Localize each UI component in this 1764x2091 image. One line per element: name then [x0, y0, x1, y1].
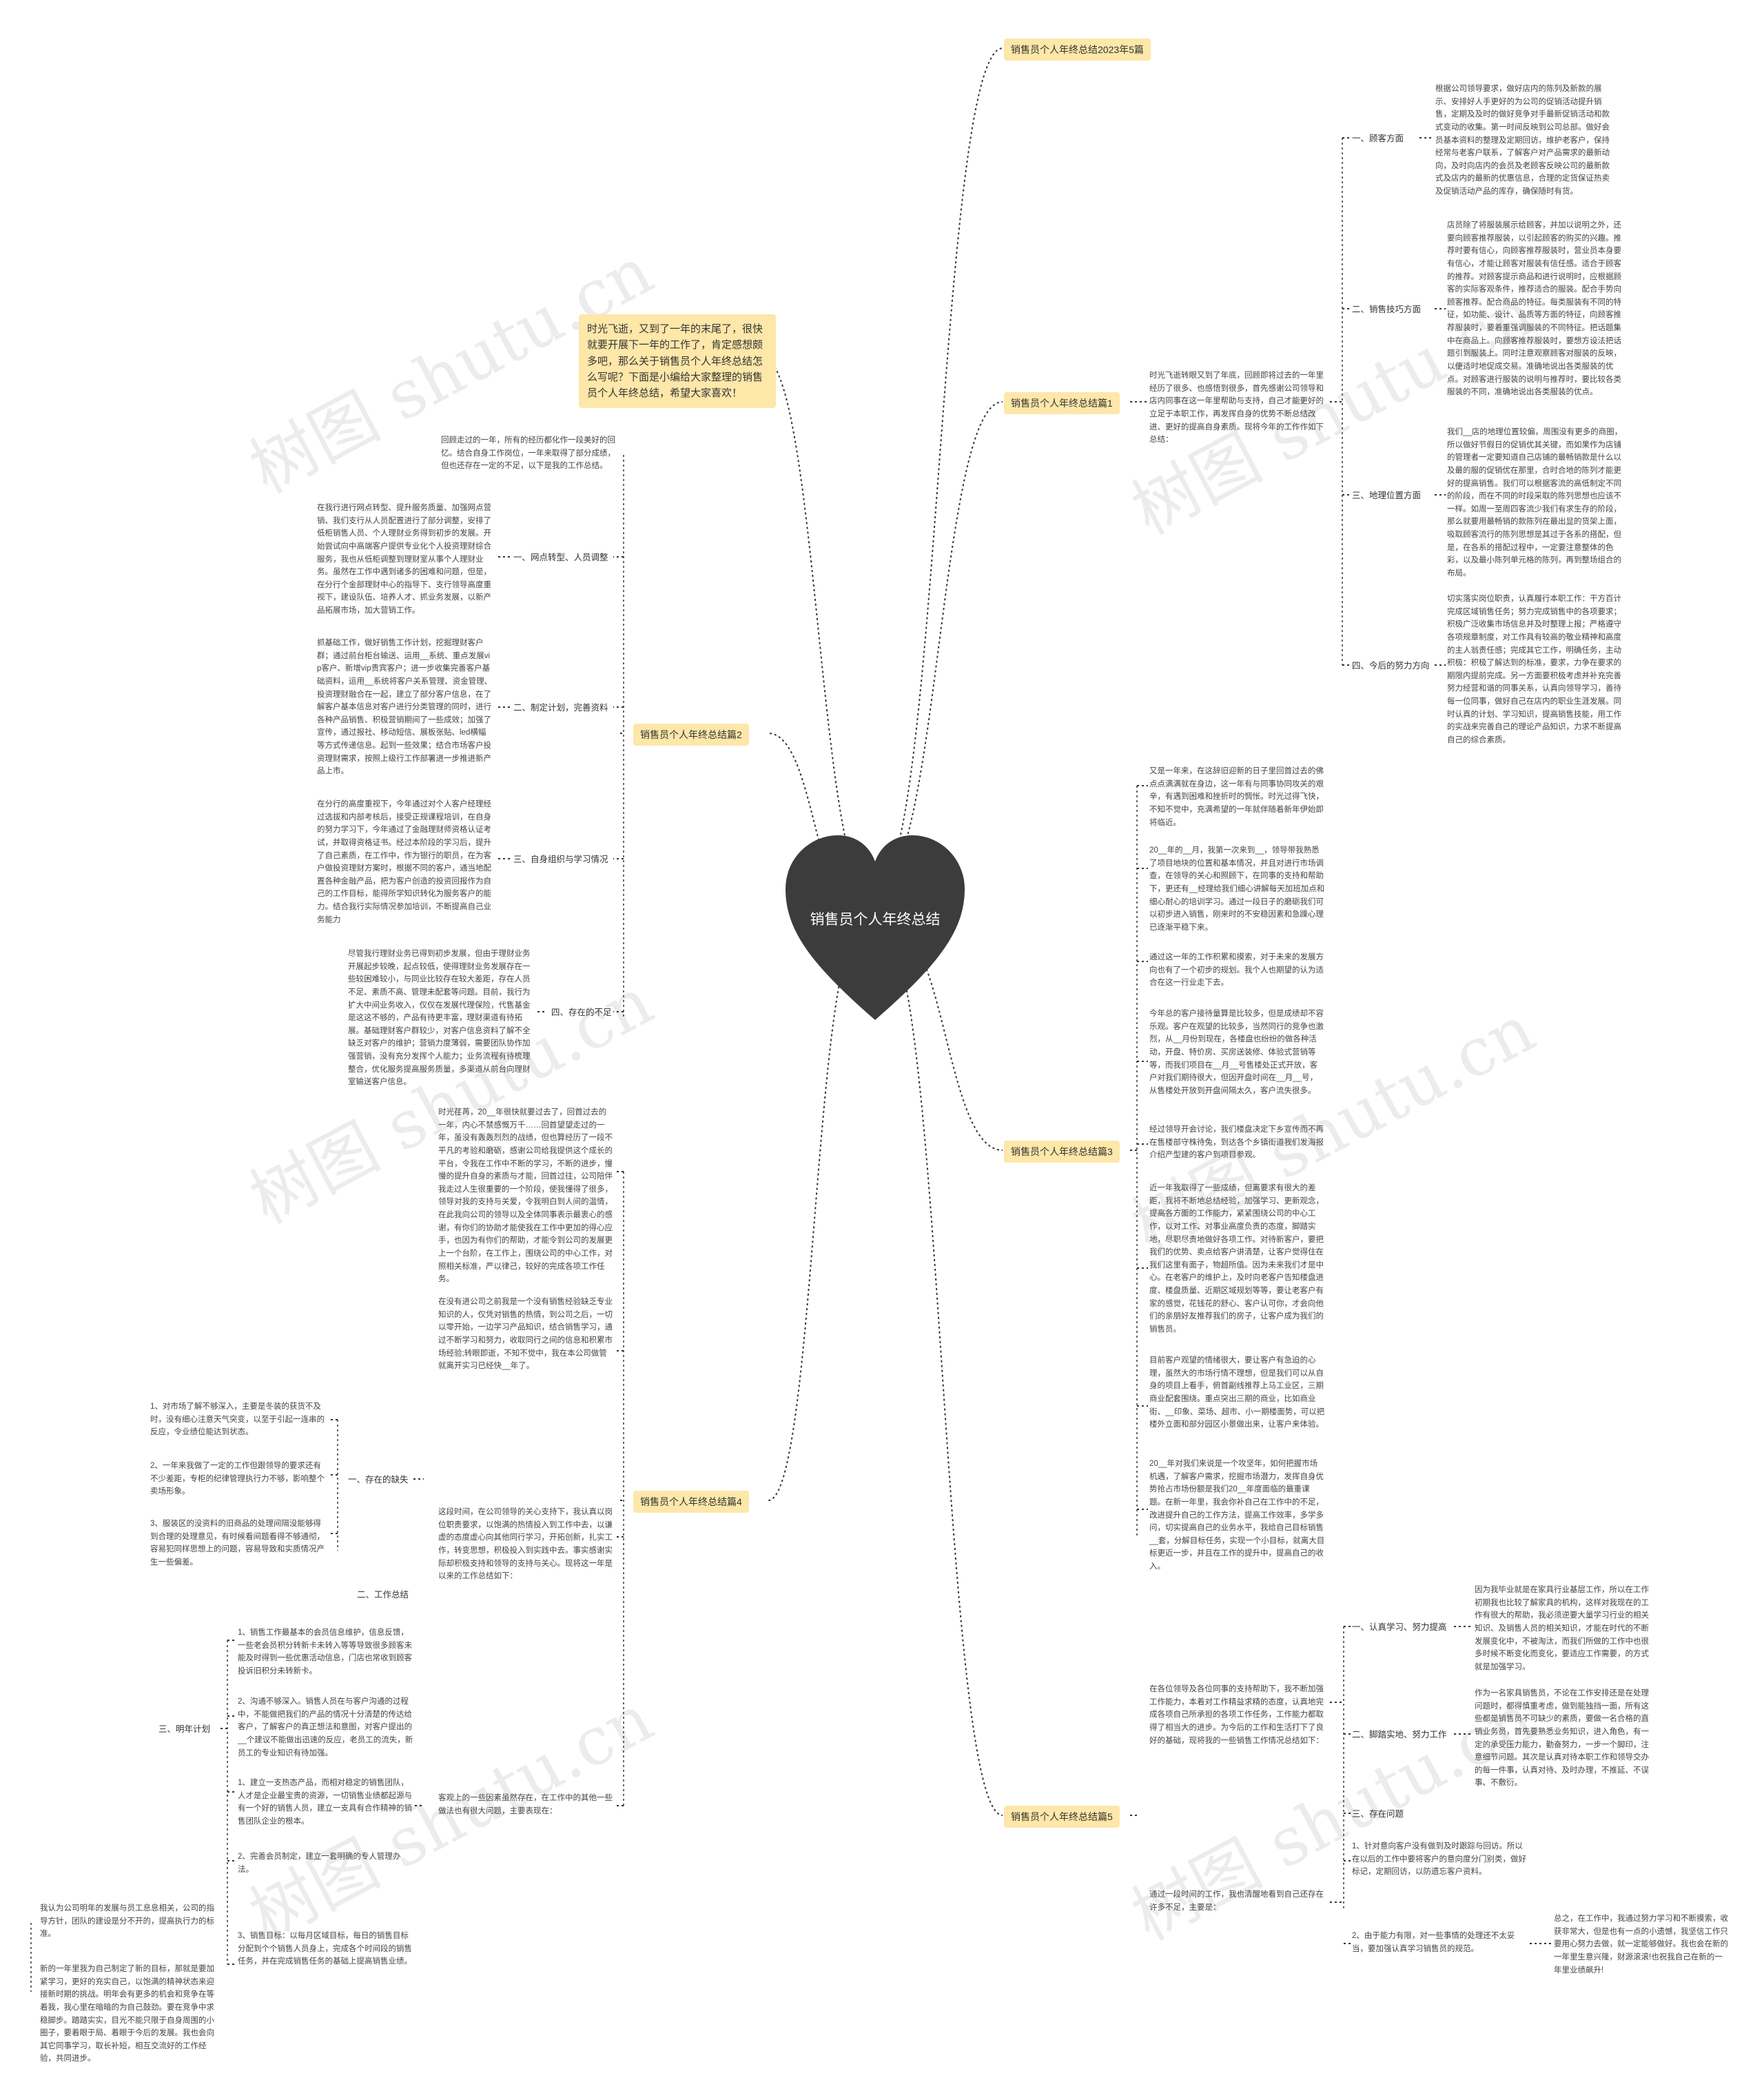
p5-text-study: 因为我毕业就是在家具行业基层工作，所以在工作初期我也比较了解家具的机构，这样对我…: [1475, 1586, 1649, 1671]
p3-text-4: 今年总的客户接待量算是比较多，但是成绩却不容乐观。客户在观望的比较多，当然同行的…: [1149, 1010, 1324, 1095]
p4-plan-2: 2、完善会员制定，建立一套明确的专人管理办法。: [238, 1853, 401, 1874]
p5-closing: 总之，在工作中，我通过努力学习和不断摸索，收获非常大，但是也有一点的小遗憾，我坚…: [1554, 1915, 1728, 1975]
p4-issue-1: 1、对市场了解不够深入，主要是冬装的获货不及时，没有细心注意天气突变，以至于引起…: [150, 1402, 325, 1437]
heart-icon[interactable]: [784, 834, 966, 1027]
p1-text-future: 切实落实岗位职责，认真履行本职工作：干方百计完成区域销售任务；努力完成销售中的各…: [1447, 595, 1621, 744]
p2-topic-shortcomings[interactable]: 四、存在的不足: [551, 1008, 612, 1017]
p4-issue-2: 2、一年来我做了一定的工作但跟领导的要求还有不少差距，专柜的纪律管理执行力不够，…: [150, 1462, 325, 1496]
p4-closing-1: 我认为公司明年的发展与员工息息相关，公司的指导方针，团队的建设是分不开的，提高执…: [40, 1904, 214, 1939]
p5-intro: 在各位领导及各位同事的支持帮助下，我不断加强工作能力，本着对工作精益求精的态度，…: [1149, 1685, 1324, 1745]
p2-text-learning: 在分行的高度重视下，今年通过对个人客户经理经过选拔和内部考核后，接受正规课程培训…: [317, 800, 491, 924]
p5-problem-2: 2、由于能力有限，对一些事情的处理还不太妥当，要加强认真学习销售员的规范。: [1352, 1932, 1515, 1953]
p1-topic-skills[interactable]: 二、销售技巧方面: [1352, 305, 1422, 314]
p5-topic-problems[interactable]: 三、存在问题: [1352, 1809, 1404, 1819]
p3-text-2: 20__年的__月，我第一次来到__，领导带我熟悉了项目地块的位置和基本情况，并…: [1149, 846, 1325, 932]
p4-problem-2: 2、沟通不够深入。销售人员在与客户沟通的过程中，不能做把我们的产品的情况十分清楚…: [238, 1697, 413, 1757]
p2-topic-learning[interactable]: 三、自身组织与学习情况: [513, 855, 608, 864]
central-topic[interactable]: 销售员个人年终总结: [810, 912, 941, 928]
p5-topic-study[interactable]: 一、认真学习、努力提高: [1352, 1622, 1447, 1632]
connector: [874, 48, 1003, 890]
p5-text-work: 作为一名家具销售员，不论在工作安排还是在处理问题时，都得慎重考虑，做到能独挡一面…: [1475, 1689, 1649, 1788]
p1-intro: 时光飞逝转眼又到了年底，回顾即将过去的一年里经历了很多、也感悟到很多，首先感谢公…: [1149, 371, 1324, 445]
p1-topic-location[interactable]: 三、地理位置方面: [1352, 491, 1422, 500]
p2-text-plan: 抓基础工作，做好销售工作计划，挖掘理财客户群；通过前台柜台输送、运用__系统、重…: [317, 639, 493, 776]
p4-topic-nextyear[interactable]: 三、明年计划: [158, 1724, 211, 1734]
p4-plan-1: 1、建立一支热态产品，而相对稳定的销售团队，人才是企业最宝贵的资源，一切销售业绩…: [238, 1779, 412, 1826]
p5-text-problems: 通过一段时间的工作，我也清醒地看到自己还存在许多不足，主要是：: [1149, 1890, 1324, 1912]
p3-text-3: 通过这一年的工作积累和摸索，对于未来的发展方向也有了一个初步的规划。我个人也期望…: [1149, 953, 1324, 988]
branch-2023-5[interactable]: 销售员个人年终总结2023年5篇: [1004, 39, 1151, 61]
p1-topic-customers[interactable]: 一、顾客方面: [1352, 134, 1404, 143]
branch-p3[interactable]: 销售员个人年终总结篇3: [1004, 1141, 1120, 1163]
p4-text-1: 时光荏苒，20__年很快就要过去了，回首过去的一年，内心不禁感慨万千……回首望望…: [438, 1108, 613, 1284]
p1-text-customers: 根据公司领导要求，做好店内的陈列及新款的展示、安排好人手更好的为公司的促销活动提…: [1435, 85, 1610, 196]
p5-topic-work[interactable]: 二、脚踏实地、努力工作: [1352, 1730, 1447, 1740]
connector: [761, 355, 876, 904]
p2-text-shortcomings: 尽管我行理财业务已得到初步发展，但由于理财业务开展起步较晚，起点较低，使得理财业…: [348, 950, 531, 1087]
p4-topic-issues[interactable]: 一、存在的缺失: [348, 1475, 409, 1485]
p1-topic-future[interactable]: 四、今后的努力方向: [1352, 661, 1430, 671]
p3-text-1: 又是一年来，在这辞旧迎新的日子里回首过去的佛点点满满就在身边，这一年有与同事协同…: [1149, 767, 1324, 827]
branch-p1[interactable]: 销售员个人年终总结篇1: [1004, 392, 1120, 414]
connector: [881, 930, 1003, 1816]
p2-text-transform: 在我行进行网点转型、提升服务质量、加强网点营销、我们支行从人员配置进行了部分调整…: [317, 504, 491, 615]
p4-closing-2: 新的一年里我为自己制定了新的目标，那就是要加紧学习，更好的充实自己，以饱满的精神…: [40, 1965, 214, 2063]
branch-p5[interactable]: 销售员个人年终总结篇5: [1004, 1806, 1120, 1828]
p2-topic-plan[interactable]: 二、制定计划，完善资料: [513, 703, 608, 713]
p1-text-location: 我们__店的地理位置较偏，周围没有更多的商圈，所以做好节假日的促销优其关键，而如…: [1447, 428, 1623, 578]
branch-p2[interactable]: 销售员个人年终总结篇2: [633, 724, 749, 746]
p3-text-8: 20__年对我们来说是一个攻坚年，如何把握市场机遇，了解客户需求，挖掘市场潜力，…: [1149, 1460, 1325, 1571]
p1-text-skills: 店员除了将服装展示给顾客，并加以说明之外，还要向顾客推荐服装，以引起顾客的购买的…: [1447, 221, 1621, 397]
p5-problem-1: 1、针对意向客户没有做到及时跟踪与回访。所以在以后的工作中要将客户的意向度分门别…: [1352, 1842, 1526, 1877]
p4-text-3: 这段时间，在公司领导的关心支持下，我认真以岗位职责要求，以饱满的热情投入到工作中…: [438, 1508, 613, 1581]
p4-issue-3: 3、服装区的没资料的旧商品的处理间隔没能够得到合理的处理意见，有时候看间题看得不…: [150, 1520, 325, 1567]
branch-p4[interactable]: 销售员个人年终总结篇4: [633, 1491, 749, 1513]
p3-text-5: 经过领导开会讨论，我们楼盘决定下乡宣传而不再在售楼部守株待兔，到达各个乡镇街道我…: [1149, 1125, 1324, 1160]
p4-problem-1: 1、销售工作最基本的会员信息维护，信息反馈，一些老会员积分转新卡未转入等等导致很…: [238, 1629, 412, 1675]
p4-topic-summary[interactable]: 二、工作总结: [357, 1590, 409, 1600]
p3-text-6: 近一年我取得了一些成绩，但离要求有很大的差距，我将不断地总结经验，加强学习、更新…: [1149, 1184, 1324, 1334]
p4-text-2: 在没有进公司之前我是一个没有销售经验缺乏专业知识的人，仅凭对销售的热情，到公司之…: [438, 1298, 613, 1371]
p2-intro: 回顾走过的一年，所有的经历都化作一段美好的回忆。结合自身工作岗位，一年来取得了部…: [441, 436, 615, 471]
p4-text-4: 客观上的一些因素虽然存在，在工作中的其他一些做法也有很大问题，主要表现在：: [438, 1794, 613, 1815]
p3-text-7: 目前客户观望的情绪很大，要让客户有急迫的心理，虽然大的市场行情不理想，但是我们可…: [1149, 1356, 1325, 1429]
p2-topic-transform[interactable]: 一、网点转型、人员调整: [513, 553, 608, 562]
intro-summary[interactable]: 时光飞逝，又到了一年的末尾了，很快就要开展下一年的工作了，肯定感想颇多吧，那么关…: [579, 314, 776, 409]
p4-plan-3: 3、销售目标：以每月区域目标，每日的销售目标分配到个个销售人员身上，完成各个时间…: [238, 1932, 412, 1966]
